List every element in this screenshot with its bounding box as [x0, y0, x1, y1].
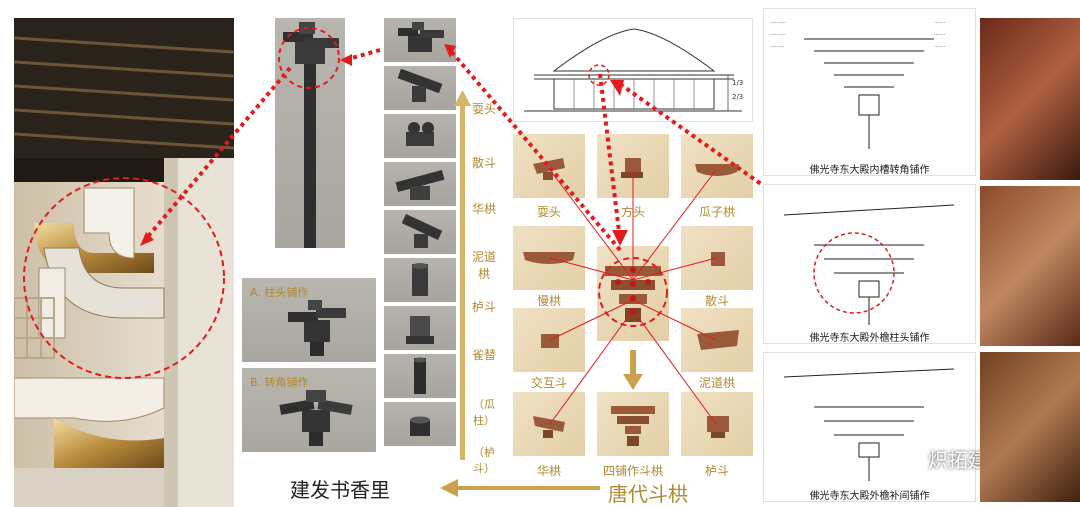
ratio-2: 2/3 — [732, 93, 743, 101]
tile-3 — [681, 134, 753, 198]
vlabel-1: 散斗 — [471, 156, 496, 170]
svg-text:.......: ....... — [934, 19, 946, 25]
caption-1: 佛光寺东大殿内槽转角铺作 — [809, 165, 930, 176]
tile-8 — [513, 392, 585, 456]
tile-4 — [513, 226, 585, 290]
tile-label-8: 华栱 — [536, 464, 561, 478]
tech-drawing-3-svg — [783, 368, 955, 481]
photo-right-2 — [980, 186, 1080, 346]
stack-piece-8 — [384, 354, 456, 398]
stack-piece-5 — [384, 210, 456, 254]
tile-label-5: 散斗 — [704, 294, 729, 308]
wechat-icon — [897, 448, 923, 467]
modern-bracket-drawing — [14, 18, 234, 507]
vlabel-6: （瓜柱） — [473, 398, 495, 427]
tech-drawing-1-svg: ............................. ..........… — [770, 19, 946, 149]
tile-label-10: 栌斗 — [704, 464, 729, 478]
stack-piece-2 — [384, 66, 456, 110]
panel-b-drawing — [279, 390, 353, 446]
gold-left-arrow — [440, 479, 600, 497]
svg-text:.......: ....... — [934, 31, 946, 37]
svg-text:..........: .......... — [770, 31, 786, 37]
tile-label-3: 瓜子栱 — [698, 205, 735, 219]
tech-drawing-3: 佛光寺东大殿外檐补间铺作 — [763, 352, 976, 502]
stack-piece-9 — [384, 402, 456, 446]
tile-label-4: 慢栱 — [536, 294, 561, 308]
vlabel-0: 耍头 — [471, 102, 496, 116]
svg-text:.......: ....... — [934, 43, 946, 49]
tile-7 — [681, 308, 753, 372]
tile-label-7: 泥道栱 — [698, 376, 735, 390]
vlabel-3: 泥道栱 — [471, 250, 496, 281]
elevation-svg: 1/3 2/3 — [524, 28, 743, 112]
vlabel-2: 华栱 — [471, 202, 496, 216]
tile-5 — [681, 226, 753, 290]
stack-piece-6 — [384, 258, 456, 302]
panel-b-label: B. 转角铺作 — [250, 376, 309, 389]
tile-label-1: 耍头 — [536, 205, 561, 219]
column-cap-panel — [275, 18, 345, 253]
panel-a-drawing — [288, 300, 346, 356]
vlabel-7: （栌斗） — [473, 446, 495, 475]
gold-up-arrow — [454, 90, 471, 460]
tech-drawing-1: ............................. ..........… — [763, 8, 976, 176]
svg-text:.........: ......... — [770, 43, 785, 49]
stack-piece-7 — [384, 306, 456, 350]
panel-a-label: A. 柱头铺作 — [250, 286, 309, 299]
footer-left-title: 建发书香里 — [290, 478, 390, 502]
elevation-drawing: 1/3 2/3 — [513, 18, 753, 122]
vlabel-4: 栌斗 — [471, 300, 496, 314]
tile-6 — [513, 308, 585, 372]
tech-drawing-2-svg — [783, 204, 955, 325]
stack-piece-4 — [384, 162, 456, 206]
column-cap-drawing — [278, 22, 340, 253]
panel-a: A. 柱头铺作 — [242, 278, 376, 362]
ratio-1: 1/3 — [732, 79, 743, 87]
caption-2: 佛光寺东大殿外檐柱头铺作 — [809, 333, 930, 344]
modern-bracket-photo — [14, 18, 234, 507]
footer-center-title: 唐代斗栱 — [608, 482, 688, 506]
stack-piece-1 — [384, 18, 456, 62]
tile-1 — [513, 134, 585, 198]
photo-right-3 — [980, 352, 1080, 502]
tech-drawing-2: 佛光寺东大殿外檐柱头铺作 — [763, 184, 976, 344]
stack-piece-3 — [384, 114, 456, 158]
caption-3: 佛光寺东大殿外檐补间铺作 — [809, 491, 930, 502]
svg-text:..........: .......... — [770, 19, 786, 25]
tile-9 — [597, 392, 669, 456]
tile-label-6: 交互斗 — [530, 376, 567, 390]
vlabel-5: 雀替 — [471, 348, 496, 362]
photo-right-1 — [980, 18, 1080, 180]
panel-b: B. 转角铺作 — [242, 368, 376, 452]
tile-10 — [681, 392, 753, 456]
gold-down-arrow — [623, 350, 643, 390]
tile-label-9: 四铺作斗栱 — [602, 464, 663, 478]
